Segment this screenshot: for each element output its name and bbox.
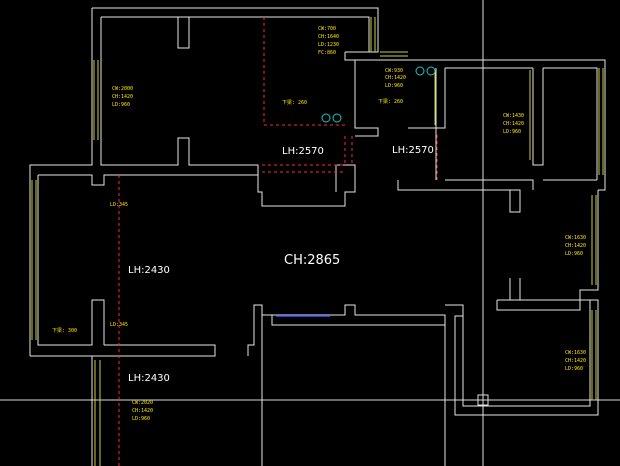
wall-small-room	[354, 60, 379, 137]
wall-right-divider	[496, 299, 581, 311]
left-mid-ld-2: LD:345	[110, 322, 128, 328]
wall-top-room-inner	[101, 16, 370, 52]
floor-note-left: 下梁: 300	[52, 327, 77, 334]
wall-right-column	[454, 190, 599, 416]
left-room-note: CW:2000 CH:1420 LD:960	[112, 86, 136, 108]
wall-bottom-center-inner	[271, 315, 445, 326]
crosshair-pickbox	[477, 394, 489, 406]
right-mid-note: CW:1630 CH:1420 LD:960	[565, 235, 589, 257]
wall-room-bottom-1	[445, 179, 534, 190]
fixture-circle	[426, 66, 436, 76]
wall-left-top-inner	[38, 174, 258, 186]
ceiling-height-label: CH:2865	[284, 253, 340, 268]
wall-bottom-center-left	[247, 304, 263, 466]
lh-label-left-lower: LH:2430	[128, 373, 170, 384]
wall-left-inner	[37, 175, 105, 346]
floor-note-mid: 下梁: 260	[378, 98, 403, 105]
wall-bottom-center-right	[445, 304, 464, 316]
wall-left-outer	[29, 8, 93, 356]
dashed-lines	[118, 17, 438, 466]
room-labels: CH:2865 LH:2570 LH:2570 LH:2430 LH:2430	[128, 145, 434, 384]
fixture-circle	[332, 113, 342, 123]
wall-corridor-top	[257, 164, 356, 207]
fixture-circle	[415, 66, 425, 76]
wall-top-stub	[177, 17, 190, 49]
fixture-circles	[321, 66, 436, 123]
lh-label-top-center: LH:2570	[282, 146, 324, 157]
windows	[31, 17, 604, 466]
wall-partition-1	[435, 68, 446, 129]
far-right-note: CW:1430 CH:1420 LD:960	[503, 113, 527, 135]
right-lower-note: CW:1630 CH:1420 LD:960	[565, 350, 589, 372]
fixture-circle	[321, 113, 331, 123]
right-top-note: CW:930 CH:1420 LD:960	[385, 68, 409, 89]
wall-room-top-2	[543, 67, 598, 180]
lh-label-top-right: LH:2570	[392, 145, 434, 156]
lh-label-left-upper: LH:2430	[128, 265, 170, 276]
wall-right-stub	[509, 278, 521, 301]
wall-top-room-bottom	[100, 17, 259, 180]
wall-left-bottom	[30, 344, 216, 357]
wall-top-room-outer	[92, 7, 379, 53]
wall-right-top-outer	[344, 52, 606, 191]
left-mid-ld-1: LD:345	[110, 202, 128, 208]
wall-bottom-center-top	[262, 304, 446, 466]
top-window-note: CW:700 CH:1640 LD:1230 FC:860	[318, 26, 342, 56]
annotations: CW:700 CH:1640 LD:1230 FC:860 CW:2000 CH…	[52, 26, 589, 422]
bottom-left-note: CW:2020 CH:1420 LD:960	[132, 400, 156, 422]
wall-mid-right	[397, 180, 521, 213]
walls	[29, 7, 606, 466]
wall-partition-2	[532, 68, 544, 166]
floor-note-top: 下梁: 260	[282, 99, 307, 106]
